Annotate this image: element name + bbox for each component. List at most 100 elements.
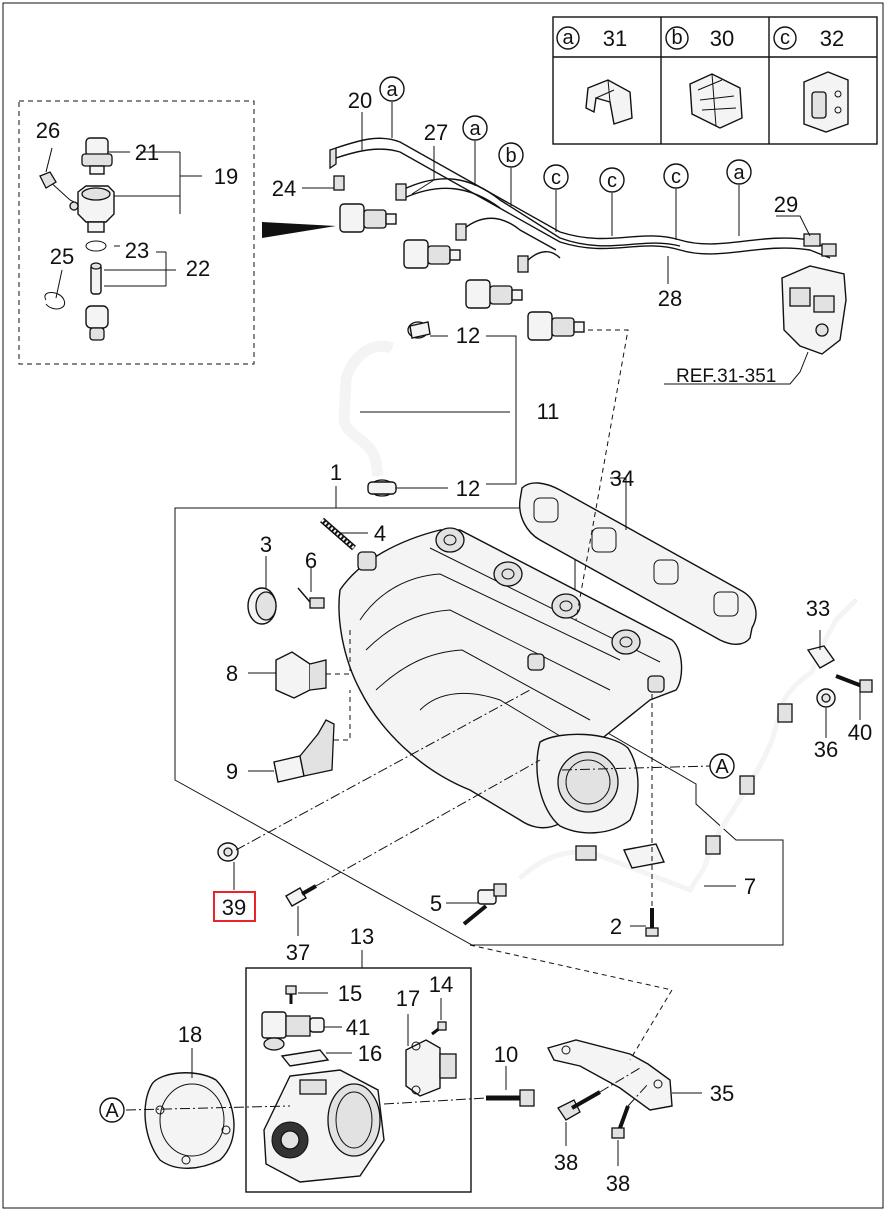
gasket-34-part (519, 477, 757, 645)
label-38-right: 38 (606, 1171, 630, 1196)
gasket-16-part (280, 1049, 352, 1067)
label-12-top: 12 (456, 323, 480, 348)
bolt-10-part (383, 1066, 535, 1107)
legend-number-32: 32 (820, 26, 844, 51)
injector-1-part (339, 203, 397, 233)
legend-letter-a: a (562, 27, 574, 49)
bracket-35-part (469, 944, 702, 1111)
label-22: 22 (186, 256, 210, 281)
label-19: 19 (214, 164, 238, 189)
label-23: 23 (125, 238, 149, 263)
label-27: 27 (424, 120, 448, 145)
label-18: 18 (178, 1022, 202, 1047)
detail-arrow (262, 222, 336, 238)
label-12-bottom: 12 (456, 476, 480, 501)
connector-a-left (99, 1097, 125, 1123)
sensor-17-part (405, 1014, 457, 1097)
bolt-38-right (611, 1083, 649, 1166)
valve-41-part (261, 1011, 342, 1051)
label-21: 21 (135, 140, 159, 165)
label-15: 15 (338, 981, 362, 1006)
label-28: 28 (658, 286, 682, 311)
clip-callout-a-3: a (733, 162, 745, 184)
clip-callout-c-1: c (551, 167, 561, 189)
clamp-12-top (407, 321, 431, 339)
clamp-12-bottom (367, 479, 397, 497)
clip-callout-a-2: a (469, 118, 481, 140)
ref-label: REF.31-351 (676, 366, 776, 387)
label-14: 14 (429, 972, 453, 997)
label-24: 24 (272, 176, 296, 201)
label-20: 20 (348, 88, 372, 113)
clip-callout-c-3: c (671, 166, 681, 188)
bracket-33-part (806, 630, 836, 669)
label-2: 2 (610, 914, 622, 939)
label-10: 10 (494, 1042, 518, 1067)
legend-letter-c: c (780, 27, 790, 49)
legend-number-31: 31 (603, 26, 627, 51)
screw-15-part (285, 985, 328, 1004)
nut-39-part (217, 689, 531, 890)
gasket-18-part (125, 1048, 291, 1169)
clip-callouts: a a b c c c a (379, 76, 752, 240)
clip-26-part (39, 171, 57, 189)
bolt-40-part (835, 674, 873, 720)
intake-manifold-part (338, 527, 683, 834)
label-41: 41 (346, 1015, 370, 1040)
injector-assembly-part (47, 179, 115, 233)
bolt-2-part (630, 690, 659, 937)
injector-2-part (403, 239, 461, 269)
sensor-5-part (446, 883, 507, 926)
bolt-38-left (557, 1067, 641, 1146)
plug-3-part (247, 556, 277, 625)
fitting-6-part (297, 568, 325, 609)
fuel-line-assembly (329, 137, 837, 273)
screw-14-part (431, 998, 447, 1036)
label-4: 4 (374, 521, 386, 546)
label-38-left: 38 (554, 1150, 578, 1175)
clip-callout-b: b (505, 145, 516, 167)
clip-31-icon (585, 79, 633, 125)
bracket-8-part (248, 630, 351, 699)
pipe-7-part (518, 598, 858, 894)
clip-legend: a 31 b 30 c 32 (552, 16, 878, 145)
label-34: 34 (610, 466, 634, 491)
label-40: 40 (848, 720, 872, 745)
filter-part (90, 262, 102, 295)
label-1: 1 (330, 460, 342, 485)
label-6: 6 (305, 548, 317, 573)
label-13: 13 (350, 924, 374, 949)
label-29: 29 (774, 192, 798, 217)
label-25: 25 (50, 244, 74, 269)
label-39: 39 (222, 895, 246, 920)
label-8: 8 (226, 661, 238, 686)
injector-3-part (465, 279, 523, 309)
label-37: 37 (286, 940, 310, 965)
bracket-9-part (248, 690, 351, 783)
clip-32-icon (803, 71, 849, 133)
stud-4-part (320, 517, 368, 551)
label-36: 36 (814, 737, 838, 762)
label-9: 9 (226, 759, 238, 784)
injector-nozzle-part (85, 305, 109, 341)
label-17: 17 (396, 986, 420, 1011)
legend-number-30: 30 (710, 26, 734, 51)
hose-11-part (338, 340, 394, 477)
label-11: 11 (537, 399, 560, 424)
injector-4-part (527, 311, 585, 341)
o-ring-part (85, 240, 107, 252)
clip-30-icon (689, 73, 743, 129)
throttle-body-box (245, 967, 472, 1193)
connector-a-right-label: A (715, 756, 729, 778)
highlight-box-39 (213, 891, 256, 922)
legend-letter-b: b (671, 27, 682, 49)
label-7: 7 (744, 874, 756, 899)
label-33: 33 (806, 596, 830, 621)
clip-callout-a-1: a (386, 79, 398, 101)
fuel-injector-detail-box (18, 100, 255, 365)
clip-25-part (44, 292, 66, 310)
label-35: 35 (710, 1081, 734, 1106)
connector-a-left-label: A (105, 1100, 119, 1122)
